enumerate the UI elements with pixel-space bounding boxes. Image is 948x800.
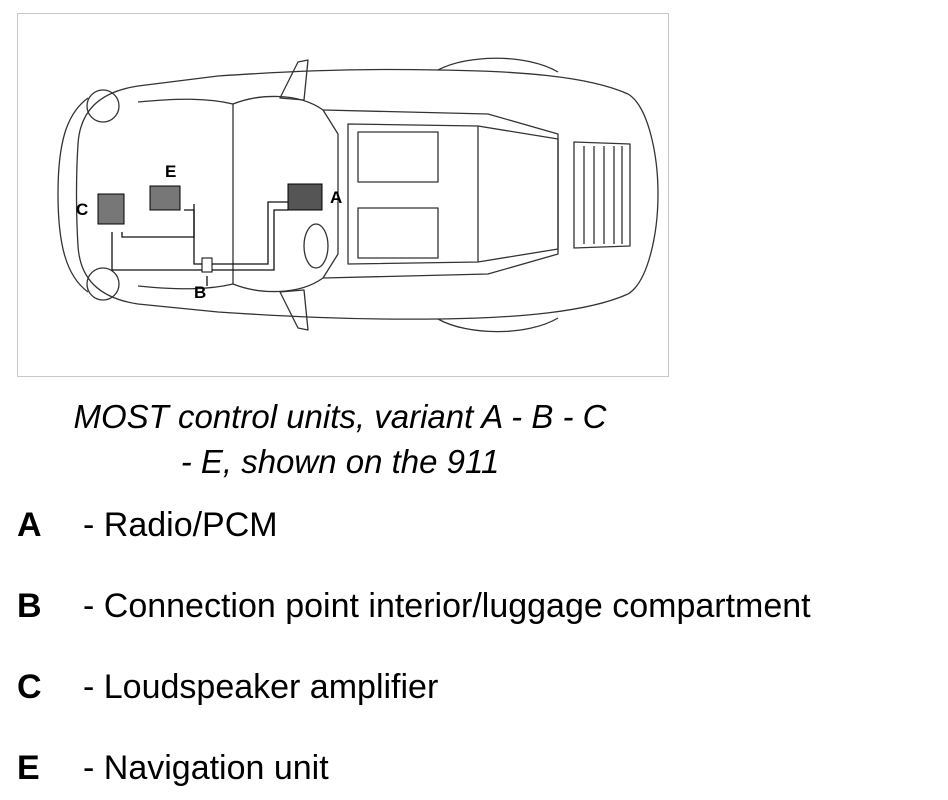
caption-line-2: - E, shown on the 911	[180, 443, 500, 480]
engine-grille	[573, 141, 631, 249]
caption-line-1: MOST control units, variant A - B - C	[73, 398, 607, 435]
unit-b-connector	[201, 257, 213, 273]
label-c: C	[76, 200, 88, 219]
most-wiring	[111, 201, 288, 286]
seat-top	[357, 131, 439, 183]
front-lid	[137, 98, 234, 290]
mirror-bottom	[279, 289, 309, 331]
diagram-figure: A B C E	[17, 13, 669, 377]
figure-caption: MOST control units, variant A - B - C - …	[0, 394, 680, 484]
label-e: E	[165, 162, 176, 181]
legend-key: B	[17, 587, 42, 625]
rear-window	[477, 125, 559, 263]
rear-arch-top	[437, 57, 559, 73]
headlight-top	[86, 89, 120, 123]
legend-text: - Connection point interior/luggage comp…	[83, 587, 811, 625]
legend-key: E	[17, 749, 40, 787]
wire-b-to-a	[212, 201, 288, 265]
wire-c-to-b	[111, 232, 202, 271]
wire-e-to-b	[184, 209, 202, 265]
label-b: B	[194, 283, 206, 302]
windshield	[232, 95, 339, 293]
unit-e-box	[149, 185, 181, 211]
wire-b-to-a-return	[212, 209, 288, 271]
roof	[347, 123, 479, 265]
unit-a-box	[287, 183, 323, 211]
headlight-bottom	[86, 267, 120, 301]
car-topview-diagram: A B C E	[57, 57, 659, 333]
seat-bottom	[357, 207, 439, 259]
legend-text: - Radio/PCM	[83, 506, 278, 544]
legend-text: - Navigation unit	[83, 749, 329, 787]
front-bumper-line	[57, 97, 89, 293]
legend-text: - Loudspeaker amplifier	[83, 668, 439, 706]
legend-key: A	[17, 506, 42, 544]
car-body-outline	[75, 68, 659, 320]
rear-arch-bottom	[437, 317, 559, 333]
label-a: A	[330, 188, 342, 207]
steering-wheel	[303, 223, 329, 269]
mirror-top	[279, 59, 309, 101]
legend-key: C	[17, 668, 42, 706]
unit-c-box	[97, 193, 125, 225]
